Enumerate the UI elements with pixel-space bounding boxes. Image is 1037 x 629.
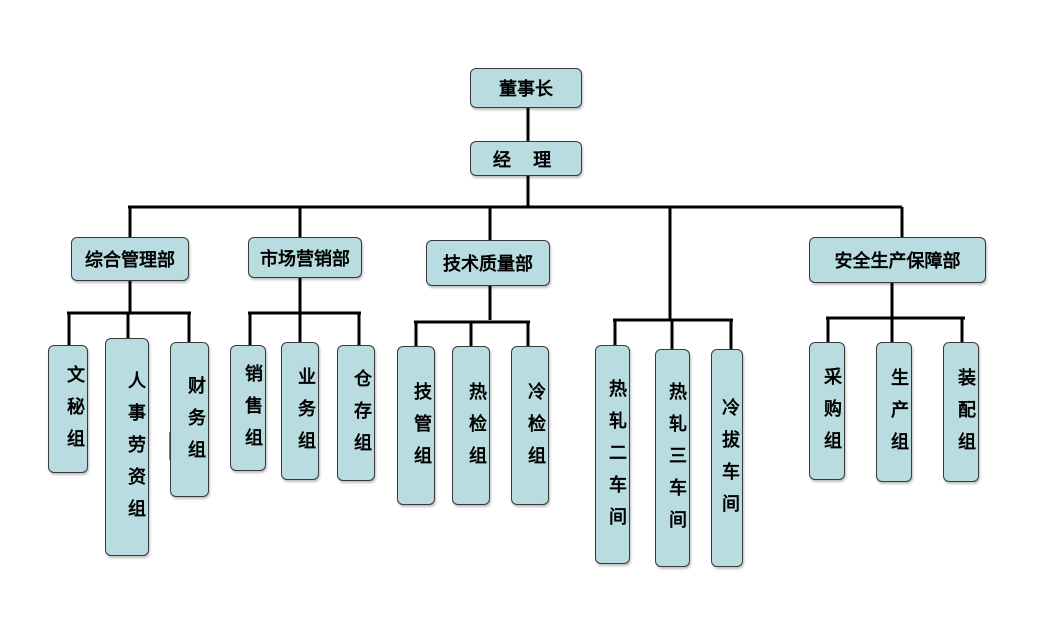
- group-sales: 销售组: [230, 345, 266, 471]
- group-secretary: 文秘组: [48, 345, 88, 473]
- group-finance: 财务组: [170, 342, 209, 497]
- manager-box: 经 理: [470, 141, 582, 176]
- dept-marketing: 市场营销部: [248, 237, 362, 278]
- group-tech-management: 技管组: [397, 346, 435, 505]
- dept-technical-quality: 技术质量部: [426, 240, 550, 286]
- group-warehouse: 仓存组: [337, 345, 375, 481]
- dept-general-management: 综合管理部: [71, 237, 189, 281]
- group-assembly: 装配组: [943, 342, 979, 482]
- group-business: 业务组: [281, 342, 319, 480]
- group-cold-inspection: 冷检组: [511, 346, 549, 505]
- group-production: 生产组: [876, 342, 912, 482]
- chairman-box: 董事长: [470, 68, 582, 108]
- group-hr-payroll: 人事劳资组: [105, 338, 149, 556]
- workshop-cold-drawing: 冷拔车间: [711, 349, 743, 567]
- group-procurement: 采购组: [809, 342, 845, 480]
- workshop-hot-rolling-2: 热轧二车间: [595, 345, 630, 564]
- workshop-hot-rolling-3: 热轧三车间: [655, 349, 690, 567]
- group-hot-inspection: 热检组: [452, 346, 490, 505]
- dept-safety-production: 安全生产保障部: [809, 237, 986, 283]
